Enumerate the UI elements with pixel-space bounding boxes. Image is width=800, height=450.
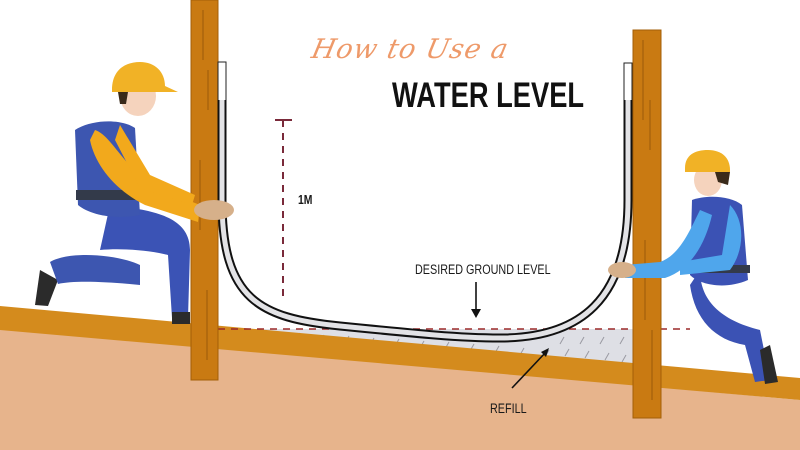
height-marker-label: 1M bbox=[298, 192, 313, 207]
right-tube-end bbox=[623, 62, 633, 104]
refill-label: REFILL bbox=[490, 401, 527, 416]
right-worker bbox=[608, 150, 778, 384]
left-worker bbox=[35, 62, 234, 324]
refill-arrow bbox=[511, 351, 547, 389]
title-main-line: WATER LEVEL bbox=[392, 76, 585, 115]
left-tube-end bbox=[217, 61, 227, 103]
title-script-line: How to Use a bbox=[308, 34, 512, 65]
left-pole bbox=[190, 0, 219, 381]
right-pole bbox=[632, 29, 662, 419]
desired-ground-level-label: DESIRED GROUND LEVEL bbox=[415, 262, 551, 277]
